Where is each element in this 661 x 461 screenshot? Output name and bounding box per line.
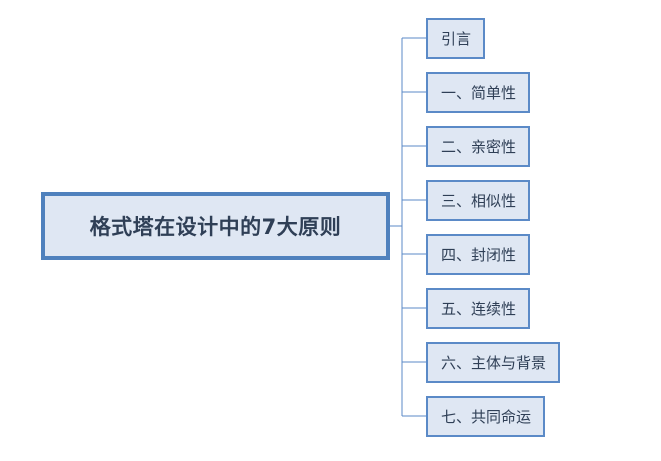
mindmap-root-node[interactable]: 格式塔在设计中的7大原则 [41, 192, 390, 260]
topic-closure[interactable]: 四、封闭性 [426, 234, 531, 275]
topic-label: 六、主体与背景 [441, 354, 547, 372]
topic-continuity[interactable]: 五、连续性 [426, 288, 531, 329]
topic-proximity[interactable]: 二、亲密性 [426, 126, 531, 167]
topic-common-fate[interactable]: 七、共同命运 [426, 396, 546, 437]
topic-figure-ground[interactable]: 六、主体与背景 [426, 342, 561, 383]
topic-label: 引言 [441, 30, 472, 48]
topic-label: 七、共同命运 [441, 408, 532, 426]
topic-label: 二、亲密性 [441, 138, 517, 156]
topic-simplicity[interactable]: 一、简单性 [426, 72, 531, 113]
topic-label: 五、连续性 [441, 300, 517, 318]
topic-label: 三、相似性 [441, 192, 517, 210]
topic-similarity[interactable]: 三、相似性 [426, 180, 531, 221]
topic-label: 四、封闭性 [441, 246, 517, 264]
topic-label: 一、简单性 [441, 84, 517, 102]
root-title: 格式塔在设计中的7大原则 [89, 215, 342, 239]
topic-intro[interactable]: 引言 [426, 18, 486, 59]
